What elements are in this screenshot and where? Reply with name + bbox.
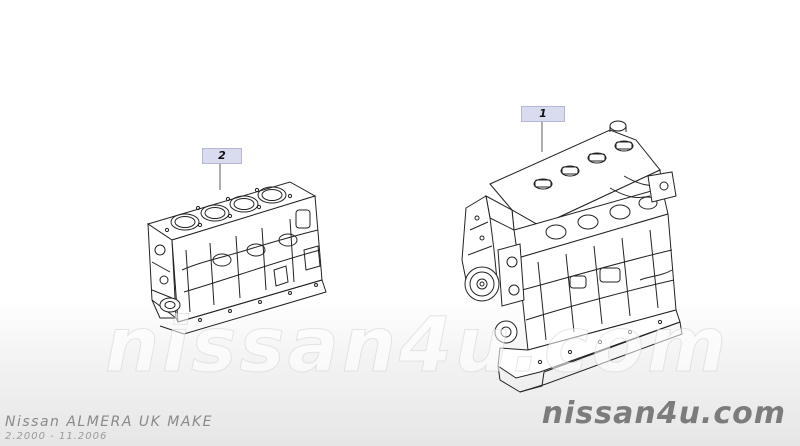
callout-label-1[interactable]: 1 [521, 106, 565, 122]
model-production-dates: 2.2000 - 11.2006 [5, 431, 108, 442]
callout-label-2[interactable]: 2 [202, 148, 242, 164]
model-title: Nissan ALMERA UK MAKE [5, 414, 213, 430]
center-watermark: nissan4u.com [105, 300, 730, 390]
engine-assembly-drawing [461, 120, 683, 393]
brand-watermark-logo: nissan4u.com [541, 396, 786, 431]
short-block-drawing [146, 181, 327, 335]
